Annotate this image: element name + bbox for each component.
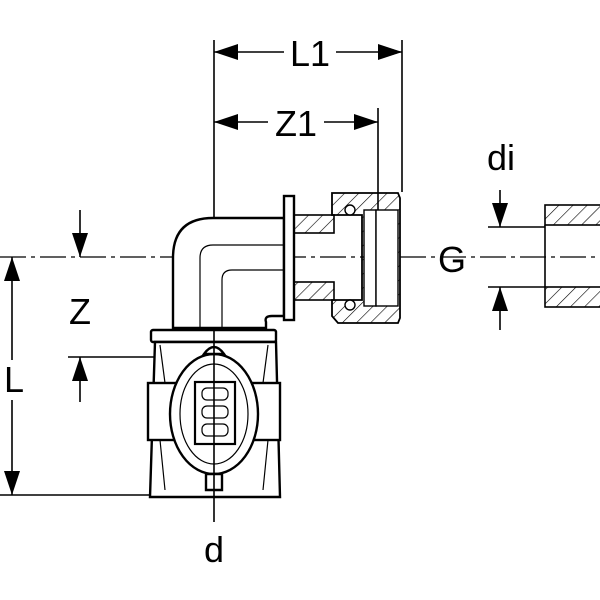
label-L1: L1	[290, 33, 330, 74]
label-G: G	[438, 239, 466, 280]
dimension-L1	[214, 32, 403, 192]
label-di: di	[487, 137, 515, 178]
label-L: L	[4, 359, 24, 400]
elbow-fitting	[146, 192, 401, 499]
dimension-Z	[68, 210, 200, 402]
dimension-Z1	[214, 102, 379, 215]
label-d: d	[204, 529, 224, 570]
label-Z1: Z1	[275, 103, 317, 144]
pipe-section	[488, 190, 600, 330]
dimension-L	[0, 257, 150, 496]
label-Z: Z	[69, 291, 91, 332]
